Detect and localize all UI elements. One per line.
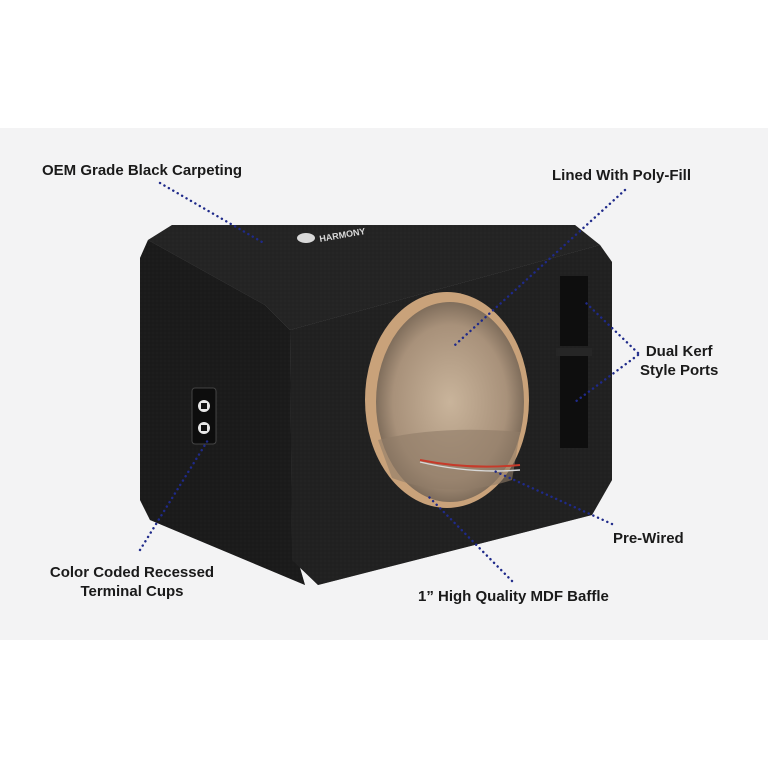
leader-prewired: [490, 468, 614, 526]
callout-prewired: Pre-Wired: [613, 530, 684, 547]
leader-lines: [138, 181, 640, 583]
callout-ports-line1: Dual Kerf: [645, 343, 713, 360]
callout-baffle: 1” High Quality MDF Baffle: [418, 588, 609, 605]
leader-terminal: [138, 438, 210, 552]
callout-terminal-line2: Terminal Cups: [80, 583, 184, 600]
callout-carpeting: OEM Grade Black Carpeting: [42, 162, 243, 179]
leader-ports-lower: [573, 353, 640, 404]
terminal-cup: [191, 387, 217, 445]
callout-terminal: Color Coded Recessed Terminal Cups: [42, 563, 222, 601]
leader-baffle: [426, 494, 514, 583]
leader-ports-upper: [583, 300, 640, 355]
kerf-ports: [556, 276, 592, 448]
callout-ports-line2: Style Ports: [640, 362, 719, 379]
callout-ports: Dual Kerf Style Ports: [640, 342, 718, 380]
callout-polyfill: Lined With Poly-Fill: [552, 167, 692, 184]
callout-terminal-line1: Color Coded Recessed: [49, 564, 215, 581]
speaker-cutout: [365, 292, 529, 508]
leader-carpeting: [158, 181, 264, 244]
